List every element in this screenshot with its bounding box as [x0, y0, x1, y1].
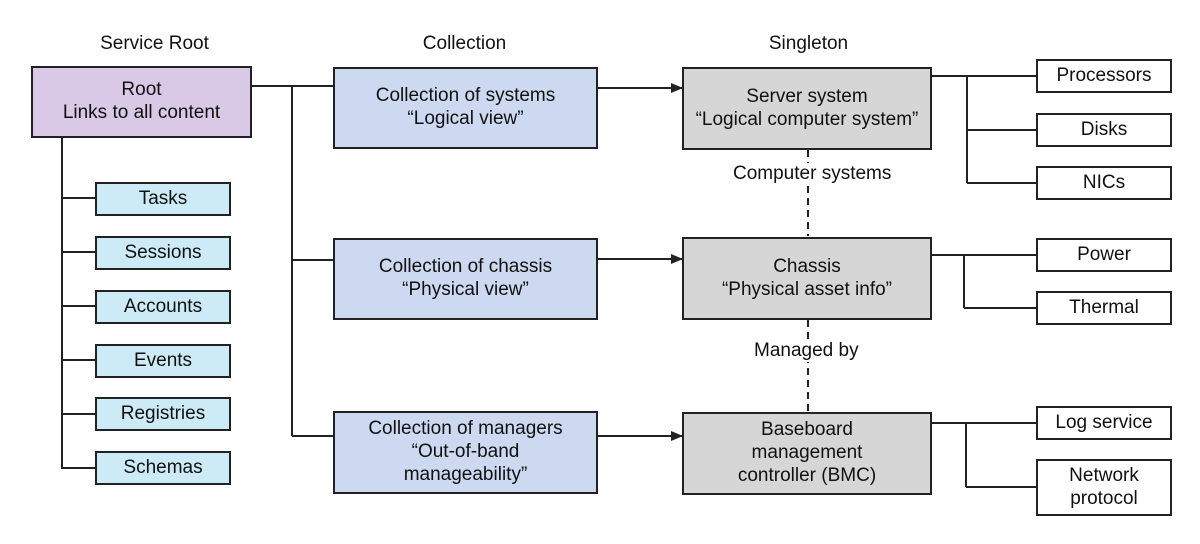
header-service-root: Service Root [100, 33, 209, 54]
header-singleton: Singleton [768, 33, 849, 54]
child-registries: Registries [95, 397, 231, 431]
bmc-line-1: Baseboard [761, 419, 853, 441]
singleton-bmc: Baseboard management controller (BMC) [682, 412, 932, 495]
child-sessions: Sessions [95, 236, 231, 270]
chassis-title: Chassis [773, 255, 841, 277]
relation-computer-systems: Computer systems [727, 163, 898, 185]
resource-nics: NICs [1036, 166, 1172, 200]
bmc-line-2: management [751, 442, 863, 464]
resource-log-service: Log service [1036, 406, 1172, 440]
child-tasks: Tasks [95, 182, 231, 216]
server-system-subtitle: “Logical computer system” [695, 108, 919, 130]
header-collection: Collection [422, 33, 507, 54]
bmc-line-3: controller (BMC) [737, 464, 877, 486]
resource-network-protocol: Network protocol [1036, 459, 1172, 516]
collection-managers: Collection of managers “Out-of-band mana… [333, 411, 598, 494]
collection-managers-subtitle-1: “Out-of-band [411, 441, 520, 463]
singleton-server-system: Server system “Logical computer system” [682, 67, 932, 150]
root-box: Root Links to all content [31, 66, 252, 138]
singleton-chassis: Chassis “Physical asset info” [682, 237, 932, 320]
collection-managers-title: Collection of managers [368, 418, 563, 440]
collection-chassis-subtitle: “Physical view” [402, 279, 529, 300]
collection-systems: Collection of systems “Logical view” [333, 67, 598, 149]
server-system-title: Server system [746, 85, 868, 107]
child-events: Events [95, 344, 231, 378]
collection-managers-subtitle-2: manageability” [403, 463, 528, 485]
root-title: Root [121, 79, 162, 101]
resource-disks: Disks [1036, 113, 1172, 147]
collection-chassis-title: Collection of chassis [378, 256, 553, 278]
network-protocol-line-1: Network [1069, 464, 1139, 486]
resource-processors: Processors [1036, 59, 1172, 93]
child-accounts: Accounts [95, 290, 231, 324]
collection-systems-title: Collection of systems [375, 85, 556, 107]
chassis-subtitle: “Physical asset info” [721, 278, 892, 300]
collection-chassis: Collection of chassis “Physical view” [333, 238, 598, 320]
root-subtitle: Links to all content [62, 102, 221, 123]
resource-power: Power [1036, 238, 1172, 272]
collection-systems-subtitle: “Logical view” [407, 108, 524, 129]
child-schemas: Schemas [95, 451, 231, 485]
relation-managed-by: Managed by [748, 340, 865, 362]
network-protocol-line-2: protocol [1070, 487, 1138, 509]
resource-thermal: Thermal [1036, 291, 1172, 325]
